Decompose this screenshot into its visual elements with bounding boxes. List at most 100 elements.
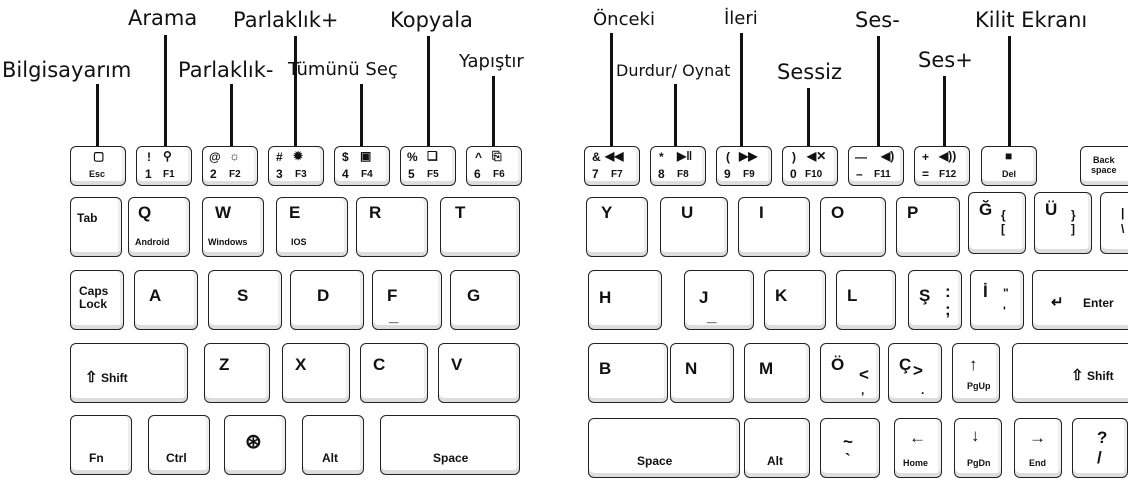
key-shift-left[interactable]: ⇧ Shift: [70, 343, 188, 403]
play-pause-icon: ▶‖: [677, 149, 693, 163]
key-w[interactable]: W Windows: [202, 197, 264, 257]
key-f11[interactable]: — ◀) – F11: [848, 146, 904, 186]
key-esc[interactable]: ▢ Esc: [70, 146, 126, 186]
key-i-dot[interactable]: İ " ': [970, 270, 1024, 330]
key-label: Alt: [767, 454, 783, 468]
key-z[interactable]: Z: [204, 343, 270, 403]
key-f8[interactable]: * ▶‖ 8 F8: [650, 146, 706, 186]
key-alt-left[interactable]: Alt: [302, 415, 364, 475]
key-p[interactable]: P: [896, 197, 960, 257]
key-fn-label: F9: [743, 169, 755, 180]
key-fn-label: F1: [163, 169, 175, 180]
key-space-left[interactable]: Space: [380, 415, 520, 475]
key-windows[interactable]: ⊛: [224, 415, 286, 475]
key-i[interactable]: I: [738, 197, 810, 257]
key-number: 6: [474, 167, 481, 181]
key-alt-right[interactable]: Alt: [744, 418, 810, 478]
key-del[interactable]: ■ Del: [981, 146, 1037, 186]
key-g-breve[interactable]: Ğ { [: [968, 192, 1026, 254]
key-label: Ç: [899, 355, 912, 374]
key-tab[interactable]: Tab: [70, 197, 122, 257]
lock-screen-icon: ■: [1005, 149, 1013, 163]
key-x[interactable]: X: [282, 343, 350, 403]
key-e[interactable]: E IOS: [276, 197, 348, 257]
key-n[interactable]: N: [670, 343, 734, 403]
key-fn-label: F2: [229, 169, 241, 180]
key-symbol: `: [845, 450, 851, 469]
key-l[interactable]: L: [836, 270, 896, 330]
key-label: C: [373, 355, 386, 374]
key-s[interactable]: S: [208, 270, 282, 330]
key-symbol: |: [1121, 206, 1125, 220]
key-tilde[interactable]: ~ `: [820, 418, 880, 478]
key-number: 2: [210, 167, 217, 181]
key-label: H: [599, 288, 612, 307]
key-symbol: $: [342, 150, 349, 164]
key-o[interactable]: O: [820, 197, 886, 257]
key-k[interactable]: K: [764, 270, 826, 330]
computer-icon: ▢: [93, 149, 105, 163]
key-sublabel: Windows: [208, 237, 248, 247]
key-f5[interactable]: % ❏ 5 F5: [400, 146, 456, 186]
key-j[interactable]: J _: [684, 270, 754, 330]
key-u[interactable]: U: [660, 197, 728, 257]
key-f6[interactable]: ^ ⎘ 6 F6: [466, 146, 522, 186]
key-u-umlaut[interactable]: Ü } ]: [1034, 192, 1092, 254]
key-sublabel: IOS: [291, 237, 307, 247]
key-c-cedilla[interactable]: Ç > .: [888, 343, 942, 403]
key-shift-right[interactable]: ⇧ Shift: [1012, 343, 1128, 403]
key-d[interactable]: D: [290, 270, 364, 330]
key-fn[interactable]: Fn: [70, 415, 132, 475]
key-c[interactable]: C: [360, 343, 428, 403]
key-symbol: ]: [1071, 222, 1075, 236]
key-end[interactable]: → End: [1014, 418, 1062, 478]
key-ctrl[interactable]: Ctrl: [148, 415, 210, 475]
left-arrow-icon: ←: [909, 428, 926, 447]
shift-icon: ⇧: [85, 369, 98, 386]
key-label: Caps: [79, 284, 109, 298]
key-enter[interactable]: ↵ Enter: [1032, 270, 1128, 330]
key-s-cedilla[interactable]: Ş : ;: [908, 270, 962, 330]
previous-track-icon: ◀◀: [605, 149, 624, 163]
key-backslash[interactable]: | \: [1100, 192, 1128, 254]
key-q[interactable]: Q Android: [128, 197, 190, 257]
key-f9[interactable]: ( ▶▶ 9 F9: [716, 146, 772, 186]
key-symbol: !: [147, 150, 151, 164]
key-symbol: ;: [945, 300, 951, 319]
key-b[interactable]: B: [588, 343, 668, 403]
key-label: Ş: [919, 286, 931, 305]
key-a[interactable]: A: [134, 270, 198, 330]
key-m[interactable]: M: [744, 343, 810, 403]
key-symbol: [: [1001, 222, 1005, 236]
key-v[interactable]: V: [438, 343, 520, 403]
key-backspace[interactable]: Back space: [1080, 146, 1128, 186]
key-y[interactable]: Y: [586, 197, 648, 257]
key-f12[interactable]: + ◀)) = F12: [914, 146, 970, 186]
key-caps-lock[interactable]: Caps Lock: [70, 270, 124, 330]
search-icon: ⚲: [163, 149, 172, 163]
key-f1[interactable]: ! ⚲ 1 F1: [136, 146, 192, 186]
key-g[interactable]: G: [450, 270, 520, 330]
key-h[interactable]: H: [588, 270, 662, 330]
key-f2[interactable]: @ ☼ 2 F2: [202, 146, 258, 186]
key-f4[interactable]: $ ▣ 4 F4: [334, 146, 390, 186]
key-label: T: [455, 203, 466, 222]
key-o-umlaut[interactable]: Ö < ,: [820, 343, 880, 403]
key-t[interactable]: T: [440, 197, 520, 257]
key-symbol: ?: [1097, 428, 1108, 447]
key-label: N: [685, 359, 698, 378]
key-pgup[interactable]: ↑ PgUp: [952, 343, 1000, 403]
callout-parlaklik-plus: Parlaklık+: [233, 8, 339, 32]
key-f3[interactable]: # ✹ 3 F3: [268, 146, 324, 186]
key-slash[interactable]: ? /: [1072, 418, 1128, 478]
key-r[interactable]: R: [356, 197, 428, 257]
key-sublabel: PgUp: [967, 381, 991, 391]
key-pgdn[interactable]: ↓ PgDn: [954, 418, 1002, 478]
key-f7[interactable]: & ◀◀ 7 F7: [584, 146, 640, 186]
callout-onceki: Önceki: [593, 9, 655, 30]
key-home[interactable]: ← Home: [894, 418, 942, 478]
key-f[interactable]: F _: [372, 270, 442, 330]
key-label: Fn: [89, 451, 104, 465]
key-space-right[interactable]: Space: [588, 418, 740, 478]
key-f10[interactable]: ) ◀✕ 0 F10: [782, 146, 838, 186]
